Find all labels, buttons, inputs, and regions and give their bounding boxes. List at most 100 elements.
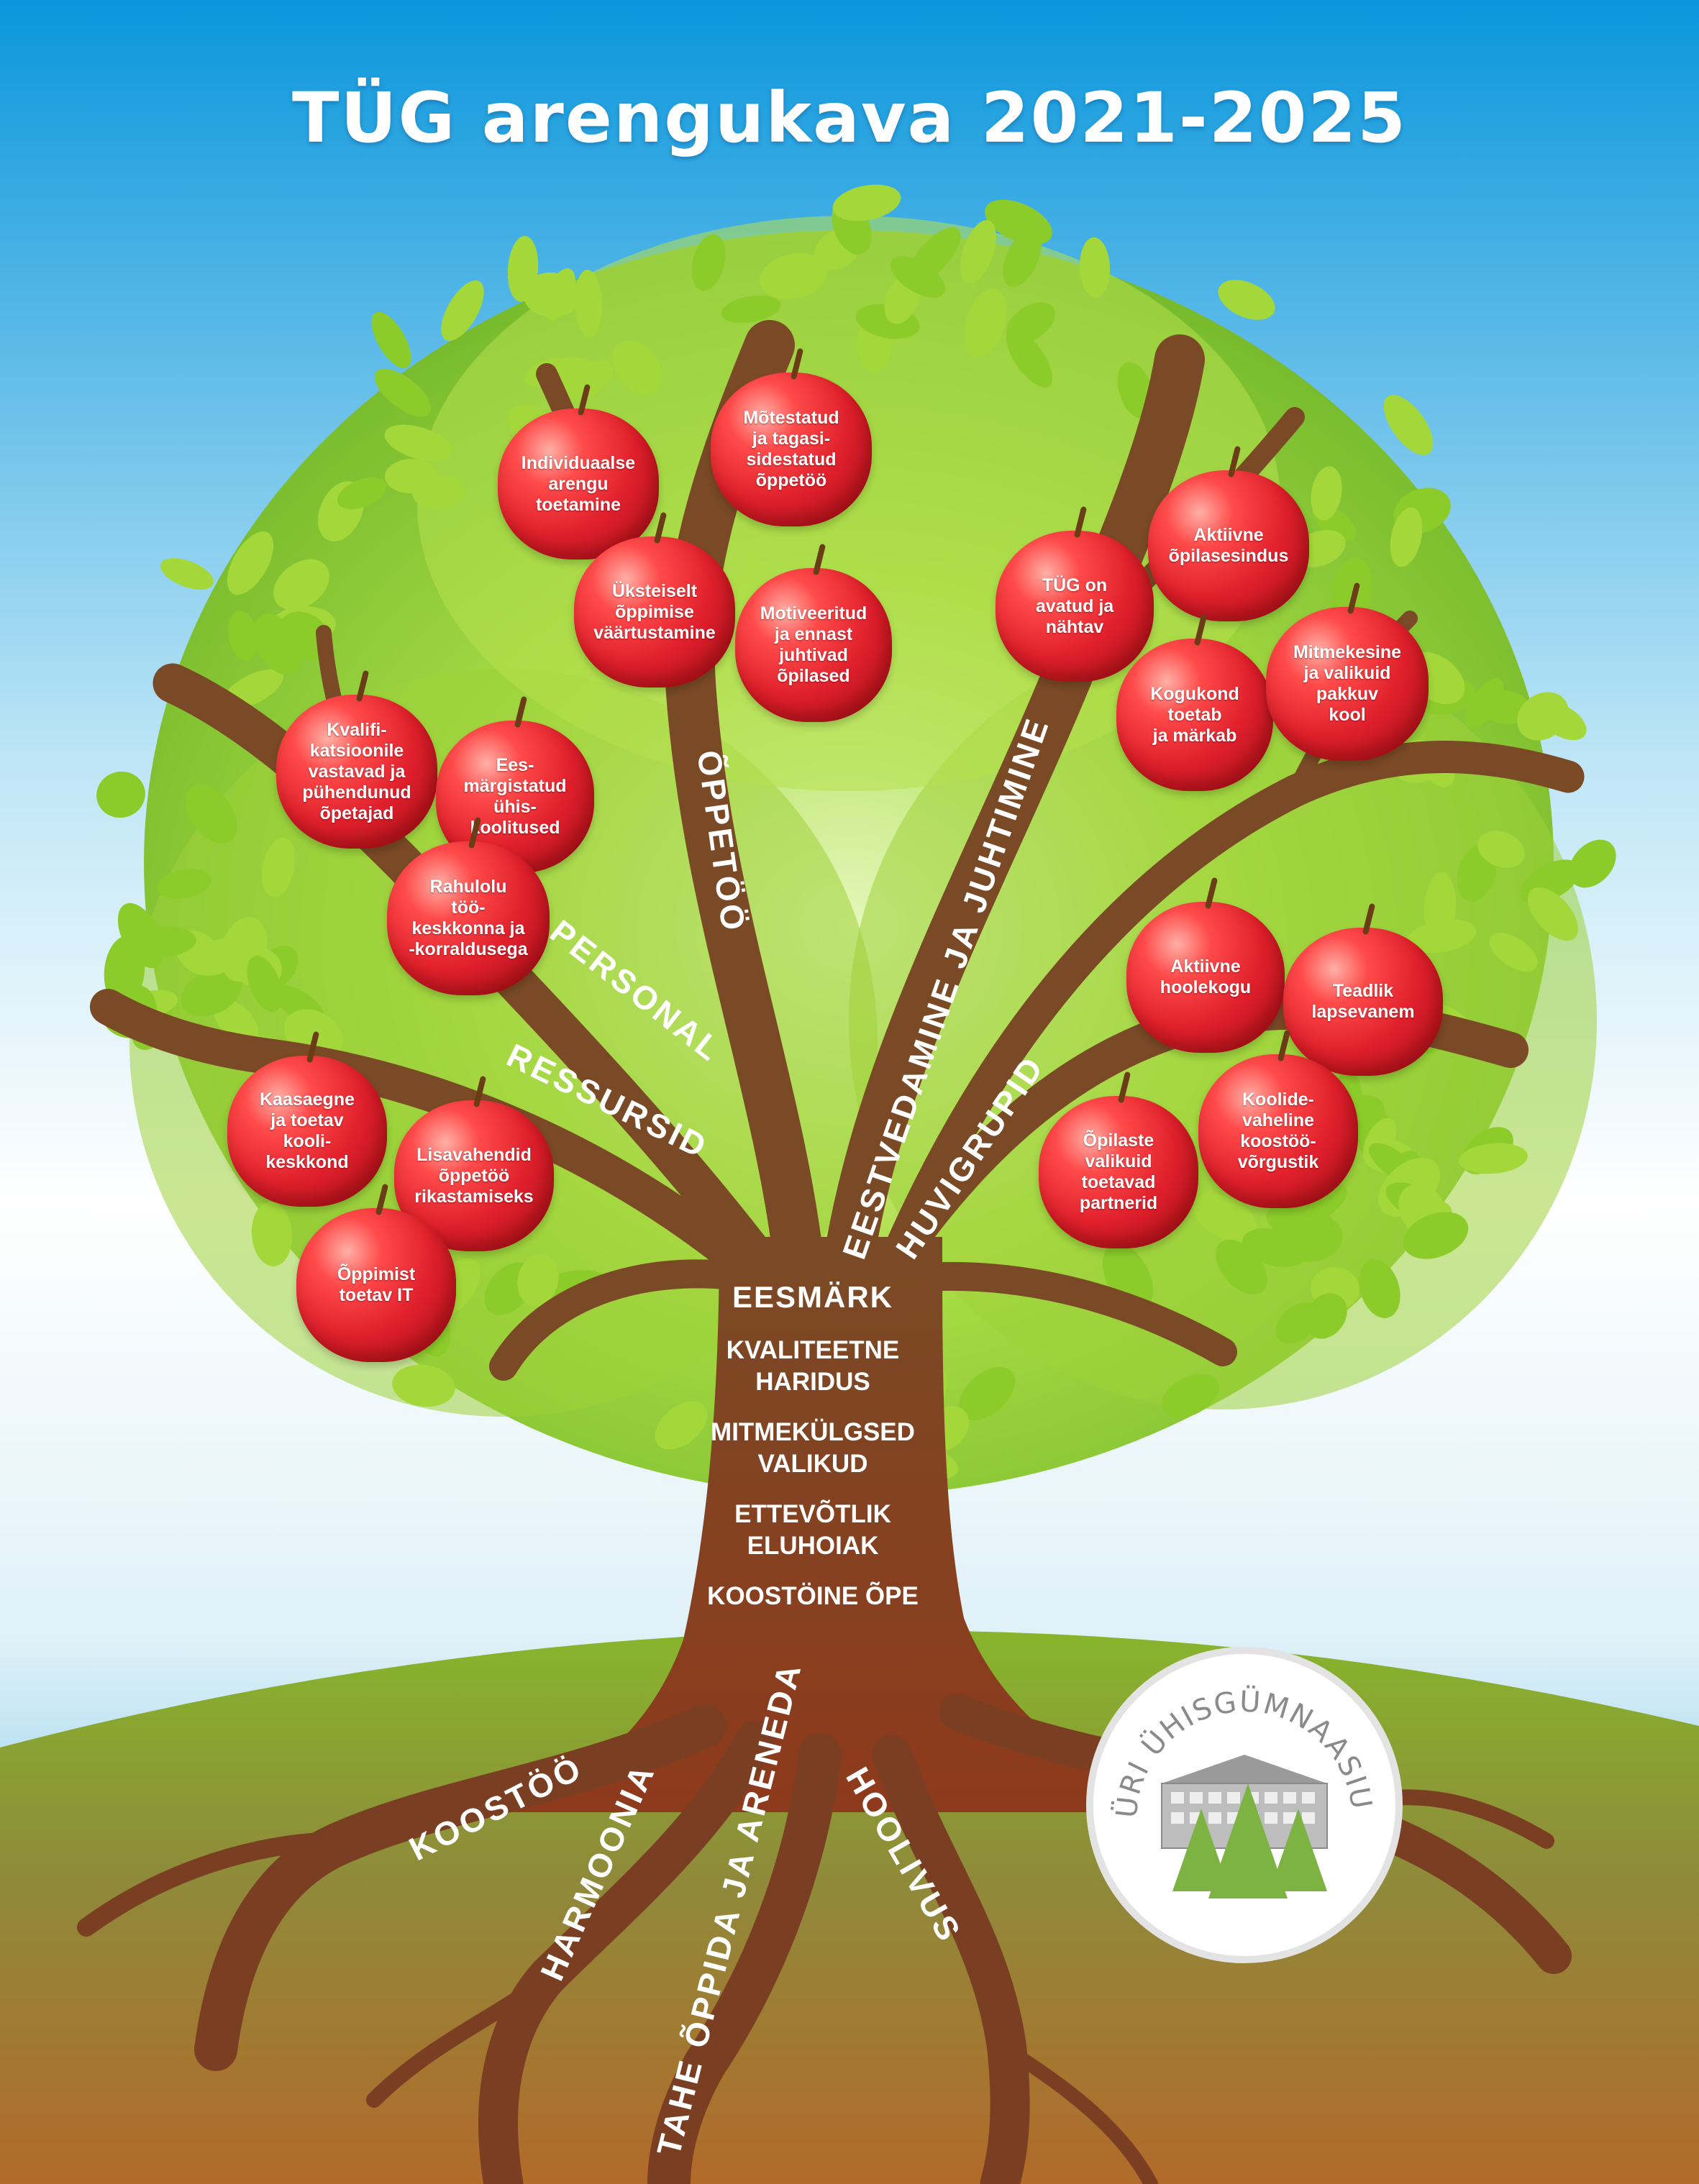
apple-individuaalse: Individuaalse arengu toetamine: [498, 383, 659, 559]
leaf: [1383, 395, 1434, 455]
apple-body: [498, 408, 659, 559]
leaf: [1477, 831, 1525, 868]
apple-label: Aktiivne õpilasesindus: [1168, 525, 1289, 566]
apple-motestatud: Mõtestatud ja tagasi- sidestatud õppetöö: [711, 347, 872, 526]
apple-body: [711, 373, 872, 526]
apple-label: TÜG on avatud ja nähtav: [1035, 575, 1114, 637]
apple-body: [387, 841, 550, 995]
leaf: [959, 1366, 1015, 1421]
apple-oppimist-toetav: Õppimist toetav IT: [296, 1183, 456, 1362]
leaf: [655, 1401, 708, 1450]
apple-body: [735, 568, 892, 722]
leaf: [96, 771, 145, 818]
apple-label: Ees- märgistatud ühis- koolitused: [463, 755, 567, 838]
logo-graphic: TÜRI ÜHISGÜMNAASIUM: [1093, 1654, 1377, 1899]
apple-body: [996, 531, 1154, 682]
goal-item: MITMEKÜLGSED VALIKUD: [711, 1418, 915, 1478]
leaf: [1006, 329, 1053, 388]
apple-aktiivne-hoolekogu: Aktiivne hoolekogu: [1126, 877, 1285, 1053]
apple-label: Õppimist toetav IT: [337, 1264, 416, 1305]
leaf: [1390, 507, 1423, 567]
apple-label: Aktiivne hoolekogu: [1160, 956, 1252, 997]
leaf: [247, 955, 283, 1013]
apple-mitmekesine: Mitmekesine ja valikuid pakkuv kool: [1266, 582, 1429, 761]
leaf: [832, 184, 901, 221]
apple-label: Üksteiselt õppimise väärtustamine: [593, 580, 716, 643]
leaf: [1403, 1212, 1469, 1259]
leaf: [160, 558, 214, 590]
leaf: [964, 288, 1007, 357]
leaf: [1266, 1202, 1335, 1240]
leaf: [1311, 466, 1342, 521]
leaf: [1079, 237, 1111, 298]
leaf: [523, 272, 580, 318]
leaf: [1331, 557, 1372, 622]
leaf: [441, 280, 484, 342]
apple-body: [1116, 639, 1273, 791]
apple-label: Õpilaste valikuid toetavad partnerid: [1079, 1130, 1158, 1213]
apple-teadlik: Teadlik lapsevanem: [1283, 903, 1443, 1076]
apple-body: [1148, 470, 1309, 621]
goal-item: ETTEVÕTLIK ELUHOIAK: [734, 1500, 891, 1560]
apple-body: [1283, 928, 1443, 1076]
apple-label: Koolide- vaheline koostöö- võrgustik: [1237, 1089, 1319, 1172]
leaf: [385, 458, 438, 494]
apple-label: Mõtestatud ja tagasi- sidestatud õppetöö: [743, 408, 839, 490]
leaf: [261, 837, 296, 897]
apple-label: Rahulolu töö- keskkonna ja -korraldusega: [409, 877, 528, 959]
apple-tug-avatud: TÜG on avatud ja nähtav: [996, 506, 1154, 682]
leaf: [1538, 702, 1587, 741]
leaf: [721, 295, 781, 324]
leaf: [1406, 919, 1477, 954]
apple-body: [276, 695, 437, 849]
apple-label: Kaasaegne ja toetav kooli- keskkond: [259, 1089, 355, 1172]
goal-item: KOOSTÖINE ÕPE: [707, 1582, 919, 1610]
apple-lisavahendid: Lisavahendid õppetöö rikastamiseks: [394, 1075, 554, 1251]
leaf: [337, 477, 387, 510]
leaf: [181, 968, 242, 1017]
leaf: [1193, 1193, 1257, 1242]
apple-label: Motiveeritud ja ennast juhtivad õpilased: [760, 603, 867, 686]
leaf: [392, 1364, 455, 1407]
goal-heading: EESMÄRK: [732, 1280, 894, 1314]
leaf: [1528, 887, 1578, 941]
leaf: [185, 785, 238, 844]
leaf: [517, 1253, 559, 1307]
leaf: [612, 339, 662, 396]
leaf: [251, 1202, 293, 1266]
page-title: TÜG arengukava 2021-2025: [292, 78, 1407, 158]
apple-aktiivne-opilasesindus: Aktiivne õpilasesindus: [1148, 445, 1309, 621]
apple-label: Teadlik lapsevanem: [1311, 981, 1415, 1022]
school-logo: TÜRI ÜHISGÜMNAASIUM: [1086, 1647, 1403, 1963]
apple-label: Lisavahendid õppetöö rikastamiseks: [414, 1144, 534, 1207]
leaf: [759, 252, 828, 300]
apple-label: Kogukond toetab ja märkab: [1150, 683, 1239, 746]
leaf: [1359, 1259, 1400, 1318]
leaf: [574, 270, 603, 337]
leaf: [1569, 839, 1616, 888]
leaf: [117, 903, 165, 969]
leaf: [1218, 280, 1275, 320]
leaf: [384, 424, 453, 462]
leaf: [908, 227, 961, 284]
apple-label: Kvalifi- katsioonile vastavad ja pühendu…: [302, 719, 411, 823]
roots: [77, 1694, 1572, 2184]
apple-body: [296, 1208, 456, 1362]
tree-trunk: [504, 1237, 1187, 1812]
apple-kogukond: Kogukond toetab ja märkab: [1116, 613, 1273, 791]
apple-kaasaegne: Kaasaegne ja toetav kooli- keskkond: [227, 1031, 387, 1207]
apple-body: [1039, 1096, 1198, 1248]
leaf: [1275, 1302, 1318, 1344]
apple-label: Individuaalse arengu toetamine: [521, 452, 636, 515]
apple-koolidevaheline: Koolide- vaheline koostöö- võrgustik: [1198, 1029, 1358, 1208]
leaf: [157, 869, 211, 899]
leaf: [374, 368, 432, 417]
leaf: [1216, 1239, 1267, 1295]
apple-uksteiselt: Üksteiselt õppimise väärtustamine: [574, 511, 735, 687]
apple-body: [1198, 1054, 1358, 1208]
leaf: [1162, 1374, 1219, 1418]
leaf: [1304, 1293, 1347, 1339]
leaf: [1459, 1143, 1528, 1174]
leaf: [1003, 229, 1042, 288]
leaf: [960, 219, 996, 284]
